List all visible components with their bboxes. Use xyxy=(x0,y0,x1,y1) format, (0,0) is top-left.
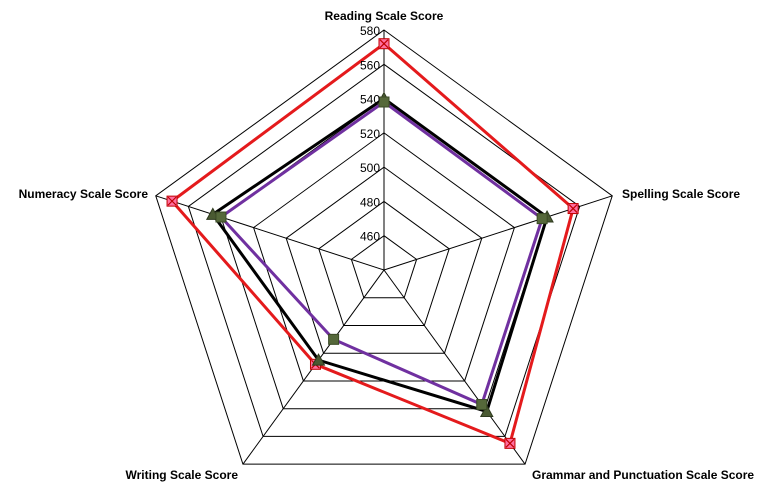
axis-label-reading: Reading Scale Score xyxy=(325,9,444,23)
tick-label-580: 580 xyxy=(360,24,380,38)
series-line-1 xyxy=(210,96,549,414)
series-2-point-4 xyxy=(215,211,227,223)
grid-ring-580 xyxy=(155,29,613,465)
tick-label-500: 500 xyxy=(360,161,380,175)
radar-series xyxy=(166,38,579,449)
series-2-point-3 xyxy=(328,333,340,345)
series-2-point-2 xyxy=(476,399,488,411)
series-1-point-3 xyxy=(311,353,326,366)
axis-label-spelling: Spelling Scale Score xyxy=(622,187,740,201)
spoke-2 xyxy=(383,269,526,465)
series-line-0 xyxy=(169,41,575,446)
series-0-point-2 xyxy=(504,437,516,449)
grid-ring-460 xyxy=(350,235,418,299)
tick-label-520: 520 xyxy=(360,127,380,141)
axis-label-grammar: Grammar and Punctuation Scale Score xyxy=(532,468,754,482)
grid-ring-500 xyxy=(285,166,483,354)
tick-label-540: 540 xyxy=(360,93,380,107)
tick-label-480: 480 xyxy=(360,195,380,209)
grid-ring-560 xyxy=(187,63,581,437)
axis-label-numeracy: Numeracy Scale Score xyxy=(19,187,149,201)
radar-tick-labels: 460 480 500 520 540 560 580 xyxy=(360,24,380,244)
spoke-4 xyxy=(155,195,385,271)
series-line-2 xyxy=(218,100,544,407)
series-1-point-2 xyxy=(479,404,494,417)
series-2-point-1 xyxy=(536,213,548,225)
tick-label-460: 460 xyxy=(360,230,380,244)
series-0-point-4 xyxy=(166,195,178,207)
tick-label-560: 560 xyxy=(360,58,380,72)
series-0-point-1 xyxy=(567,203,579,215)
axis-label-writing: Writing Scale Score xyxy=(126,468,239,482)
series-0-point-0 xyxy=(378,38,390,50)
grid-ring-480 xyxy=(318,200,450,326)
series-2-point-0 xyxy=(378,96,390,108)
